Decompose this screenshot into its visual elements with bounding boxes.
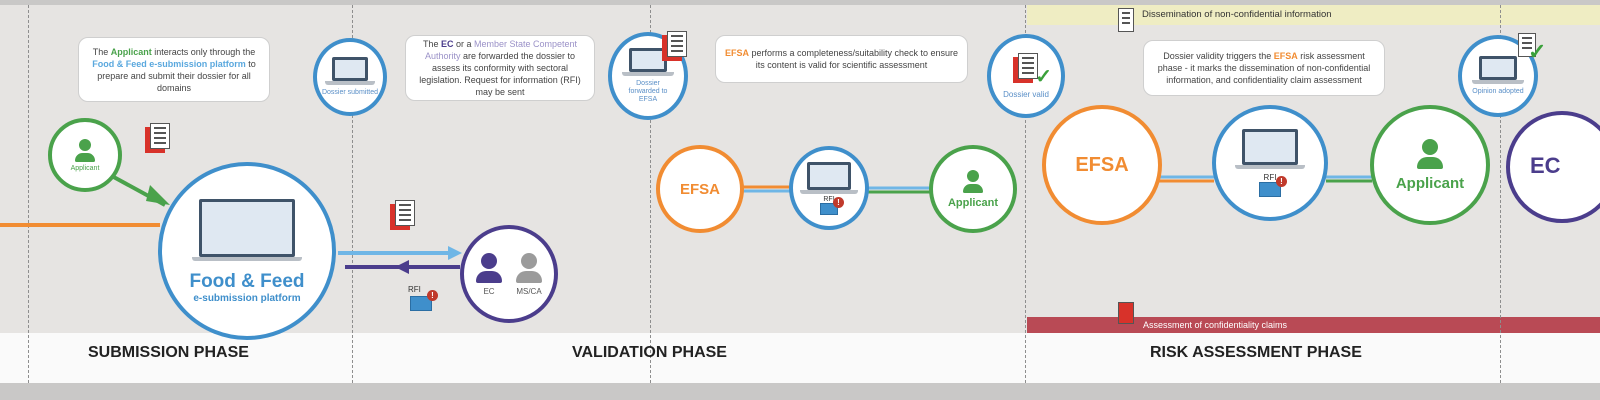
ec-msca-node: EC MS/CA — [460, 225, 558, 323]
document-icon — [1118, 8, 1134, 32]
phase-label-band — [0, 333, 1600, 383]
person-icon — [1417, 138, 1443, 169]
connector-lines — [0, 173, 1372, 274]
document-icon — [1518, 33, 1536, 57]
dossier-icon — [150, 123, 170, 149]
laptop-icon — [192, 198, 302, 261]
phase-divider — [28, 5, 29, 383]
platform-subtitle: e-submission platform — [193, 292, 301, 304]
laptop-icon — [1472, 56, 1524, 84]
applicant-label: Applicant — [70, 164, 100, 172]
phase-divider — [650, 5, 651, 383]
phase-risk-assessment: RISK ASSESSMENT PHASE — [1150, 344, 1362, 361]
risk-info-box: Dossier validity triggers the EFSA risk … — [1143, 40, 1385, 96]
phase-validation: VALIDATION PHASE — [572, 344, 727, 361]
rfi-envelope-icon — [410, 290, 438, 311]
milestone-dossier-submitted: Dossier submitted — [313, 38, 387, 116]
confidentiality-label: Assessment of confidentiality claims — [1143, 320, 1288, 330]
platform-title: Food & Feed — [189, 270, 305, 292]
confidentiality-band — [1027, 317, 1600, 333]
platform-node-validation: RFI — [789, 146, 869, 230]
ec-person-icon: EC — [476, 252, 502, 296]
dissemination-label: Dissemination of non-confidential inform… — [1142, 9, 1332, 20]
msca-person-icon: MS/CA — [516, 252, 542, 296]
dissemination-band — [1027, 5, 1600, 25]
check-icon: ✓ — [1528, 39, 1547, 64]
efsa-info-box: EFSA performs a completeness/suitability… — [715, 35, 968, 83]
platform-node-risk: RFI — [1212, 105, 1328, 221]
applicant-node: Applicant — [48, 118, 122, 192]
milestone-dossier-valid: ✓ Dossier valid — [987, 34, 1065, 118]
ec-node-risk: EC — [1506, 111, 1600, 223]
rfi-label: RFI — [408, 285, 421, 294]
check-icon: ✓ — [1035, 66, 1052, 88]
dossier-icon — [667, 31, 687, 57]
green-arrowhead — [146, 185, 170, 205]
phase-submission: SUBMISSION PHASE — [88, 344, 249, 361]
laptop-icon — [800, 161, 858, 194]
rfi-envelope-icon — [820, 196, 844, 215]
applicant-node-validation: Applicant — [929, 145, 1017, 233]
laptop-icon — [325, 57, 375, 85]
phase-divider — [1025, 5, 1026, 383]
document-icon — [1118, 302, 1134, 324]
applicant-info-box: The Applicant interacts only through the… — [78, 37, 270, 102]
phase-divider — [352, 5, 353, 383]
dossier-icon — [1018, 53, 1038, 79]
rfi-envelope-icon — [1259, 176, 1287, 197]
milestone-dossier-forwarded: Dossier forwarded to EFSA — [608, 32, 688, 120]
applicant-node-risk: Applicant — [1370, 105, 1490, 225]
person-icon — [963, 169, 983, 193]
process-diagram: The Applicant interacts only through the… — [0, 5, 1600, 383]
laptop-icon — [1235, 129, 1305, 169]
efsa-node-risk: EFSA — [1042, 105, 1162, 225]
phase-divider — [1500, 5, 1501, 383]
efsa-node: EFSA — [656, 145, 744, 233]
platform-node: Food & Feed e-submission platform — [158, 162, 336, 340]
ec-info-box: The EC or a Member State Competent Autho… — [405, 35, 595, 101]
laptop-icon — [622, 48, 674, 76]
dossier-icon — [395, 200, 415, 226]
person-icon — [75, 138, 95, 162]
